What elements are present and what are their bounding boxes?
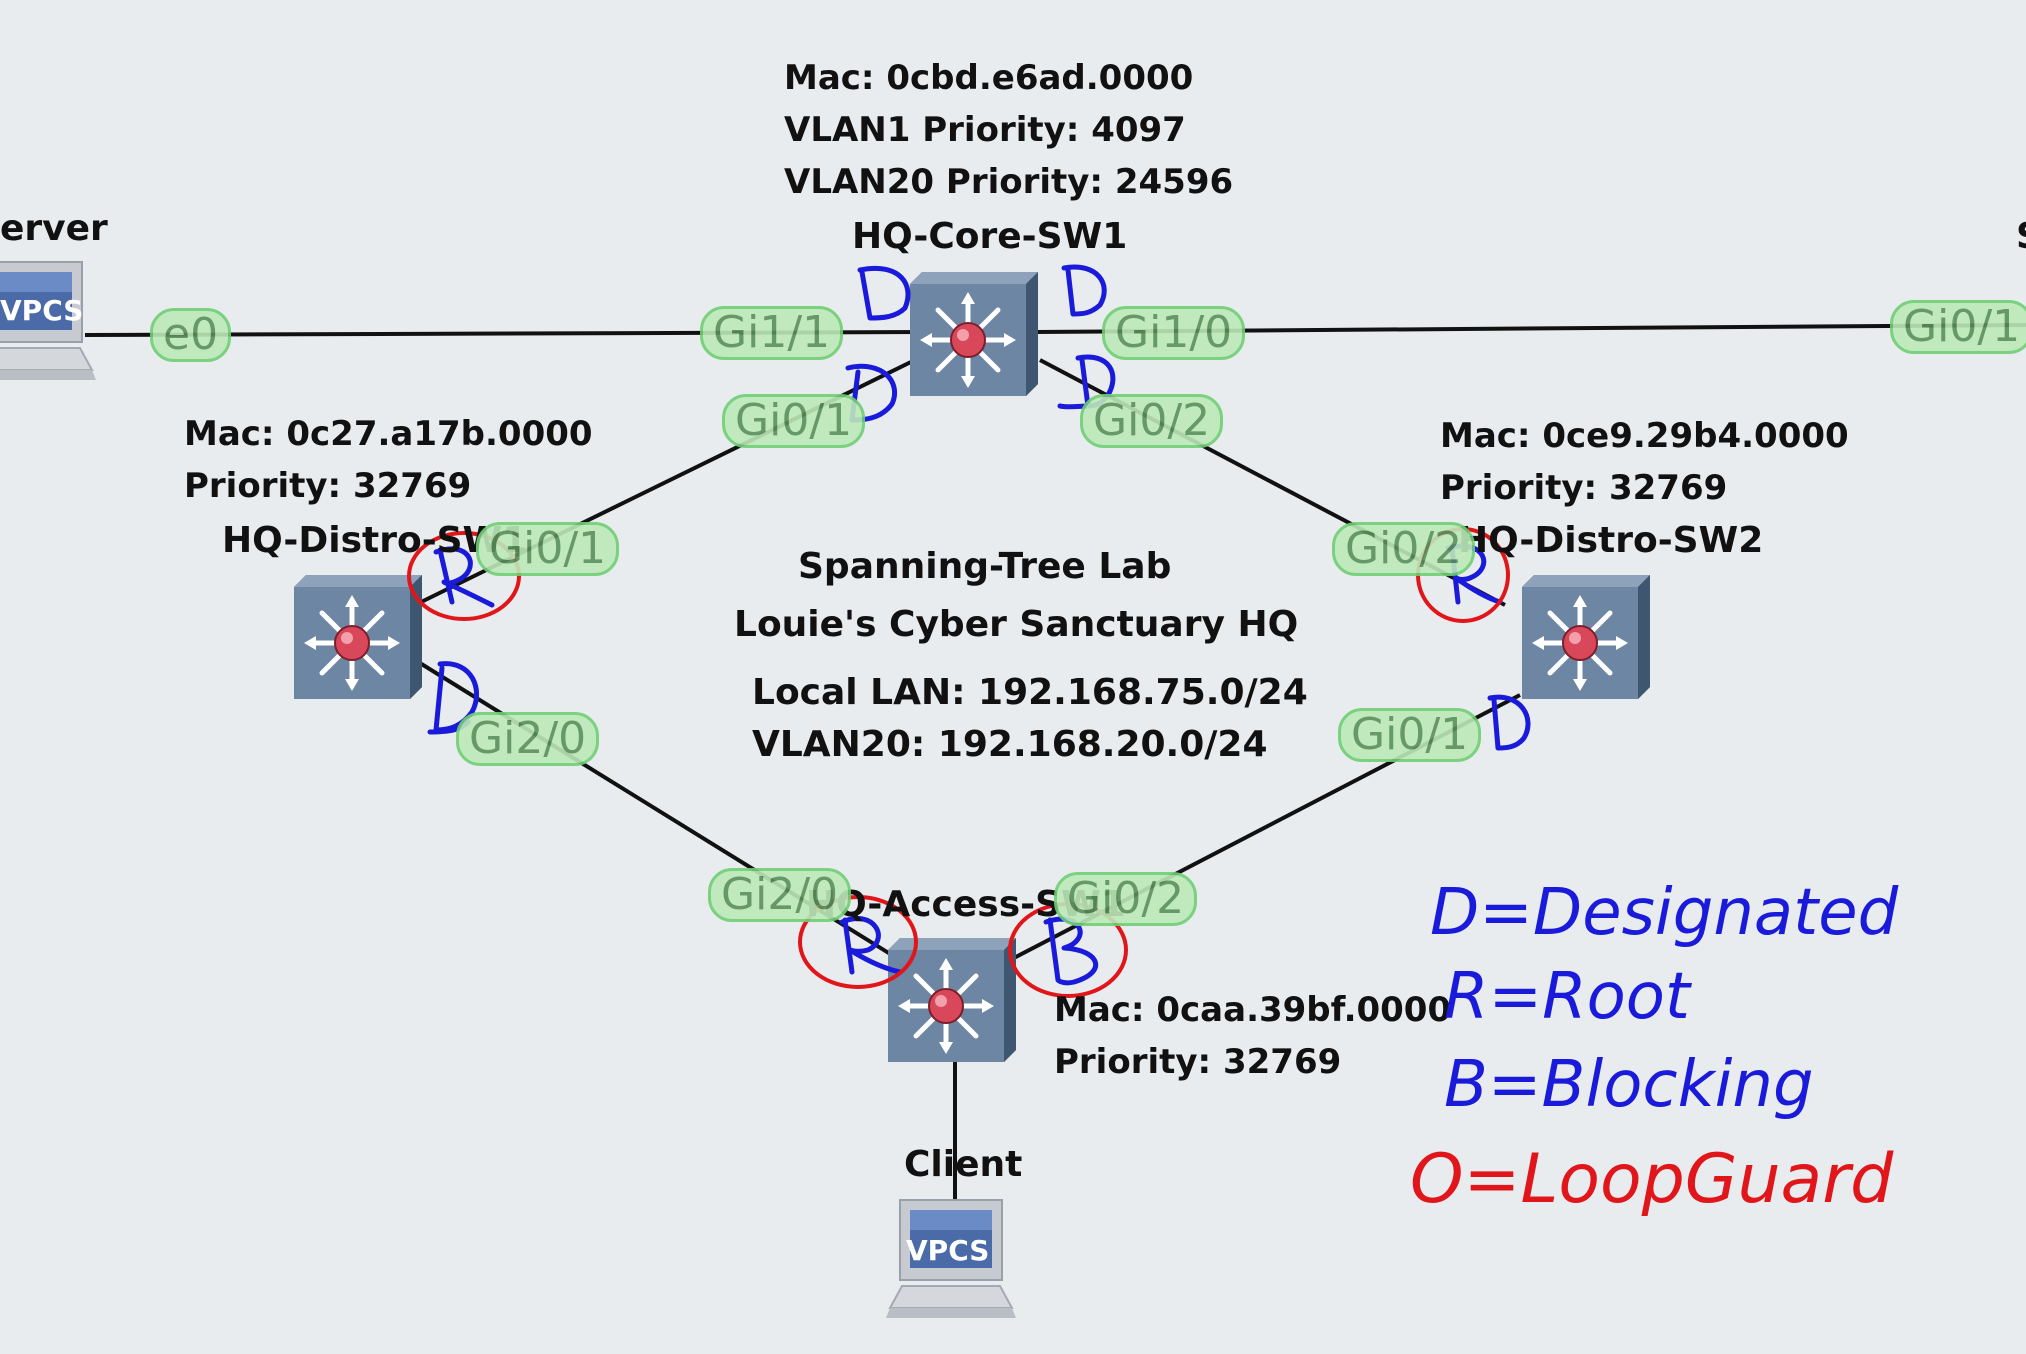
port-right-gi0-1[interactable]: Gi0/1 (1890, 300, 2026, 354)
port-core-gi1-0[interactable]: Gi1/0 (1102, 306, 1246, 360)
right-device-name-partial: S (2016, 216, 2026, 257)
core-mac-label: Mac: 0cbd.e6ad.0000 (784, 58, 1194, 98)
port-access-gi0-2[interactable]: Gi0/2 (1054, 872, 1198, 926)
access-switch-icon[interactable] (888, 938, 1016, 1062)
r-mark-distro1 (433, 546, 495, 608)
d-mark-distro2-gi0-1 (1487, 694, 1531, 751)
distro2-mac-label: Mac: 0ce9.29b4.0000 (1440, 416, 1849, 456)
server-name: erver (0, 208, 108, 249)
d-mark-core-gi1-0 (1061, 264, 1107, 317)
core-vlan20-priority-label: VLAN20 Priority: 24596 (784, 162, 1234, 202)
server-vpcs-badge: VPCS (0, 294, 84, 327)
distro1-mac-label: Mac: 0c27.a17b.0000 (184, 414, 593, 454)
d-mark-core-gi1-1 (857, 265, 911, 321)
distro1-switch-icon[interactable] (294, 575, 422, 699)
lab-title: Spanning-Tree Lab (798, 546, 1172, 587)
distro2-priority-label: Priority: 32769 (1440, 468, 1728, 508)
distro2-switch-name: HQ-Distro-SW2 (1458, 520, 1764, 561)
access-mac-label: Mac: 0caa.39bf.0000 (1054, 990, 1452, 1030)
legend-blocking: B=Blocking (1444, 1048, 1814, 1122)
legend-loopguard: O=LoopGuard (1410, 1140, 1894, 1219)
loopguard-circle-access-r (798, 895, 918, 989)
r-mark-access (839, 916, 903, 975)
core-switch-name: HQ-Core-SW1 (852, 216, 1128, 257)
distro2-switch-icon[interactable] (1522, 575, 1650, 699)
legend-root: R=Root (1444, 960, 1690, 1034)
core-switch-icon[interactable] (910, 272, 1038, 396)
loopguard-circle-distro1 (407, 531, 521, 621)
port-distro1-gi2-0[interactable]: Gi2/0 (456, 712, 600, 766)
port-distro1-gi0-1[interactable]: Gi0/1 (476, 522, 620, 576)
lab-subtitle: Louie's Cyber Sanctuary HQ (734, 604, 1299, 645)
access-priority-label: Priority: 32769 (1054, 1042, 1342, 1082)
port-server-e0[interactable]: e0 (150, 308, 232, 362)
port-distro2-gi0-1[interactable]: Gi0/1 (1338, 708, 1482, 762)
local-lan-label: Local LAN: 192.168.75.0/24 (752, 672, 1308, 713)
vlan20-network-label: VLAN20: 192.168.20.0/24 (752, 724, 1268, 765)
port-core-gi1-1[interactable]: Gi1/1 (700, 306, 844, 360)
core-vlan1-priority-label: VLAN1 Priority: 4097 (784, 110, 1186, 150)
port-distro2-gi0-2[interactable]: Gi0/2 (1332, 522, 1476, 576)
port-core-gi0-1[interactable]: Gi0/1 (722, 394, 866, 448)
client-vpcs-badge: VPCS (906, 1234, 990, 1267)
client-name: Client (904, 1144, 1023, 1185)
legend-designated: D=Designated (1430, 876, 1899, 950)
port-core-gi0-2[interactable]: Gi0/2 (1080, 394, 1224, 448)
port-access-gi2-0[interactable]: Gi2/0 (708, 868, 852, 922)
b-mark-access (1043, 916, 1099, 986)
distro1-priority-label: Priority: 32769 (184, 466, 472, 506)
